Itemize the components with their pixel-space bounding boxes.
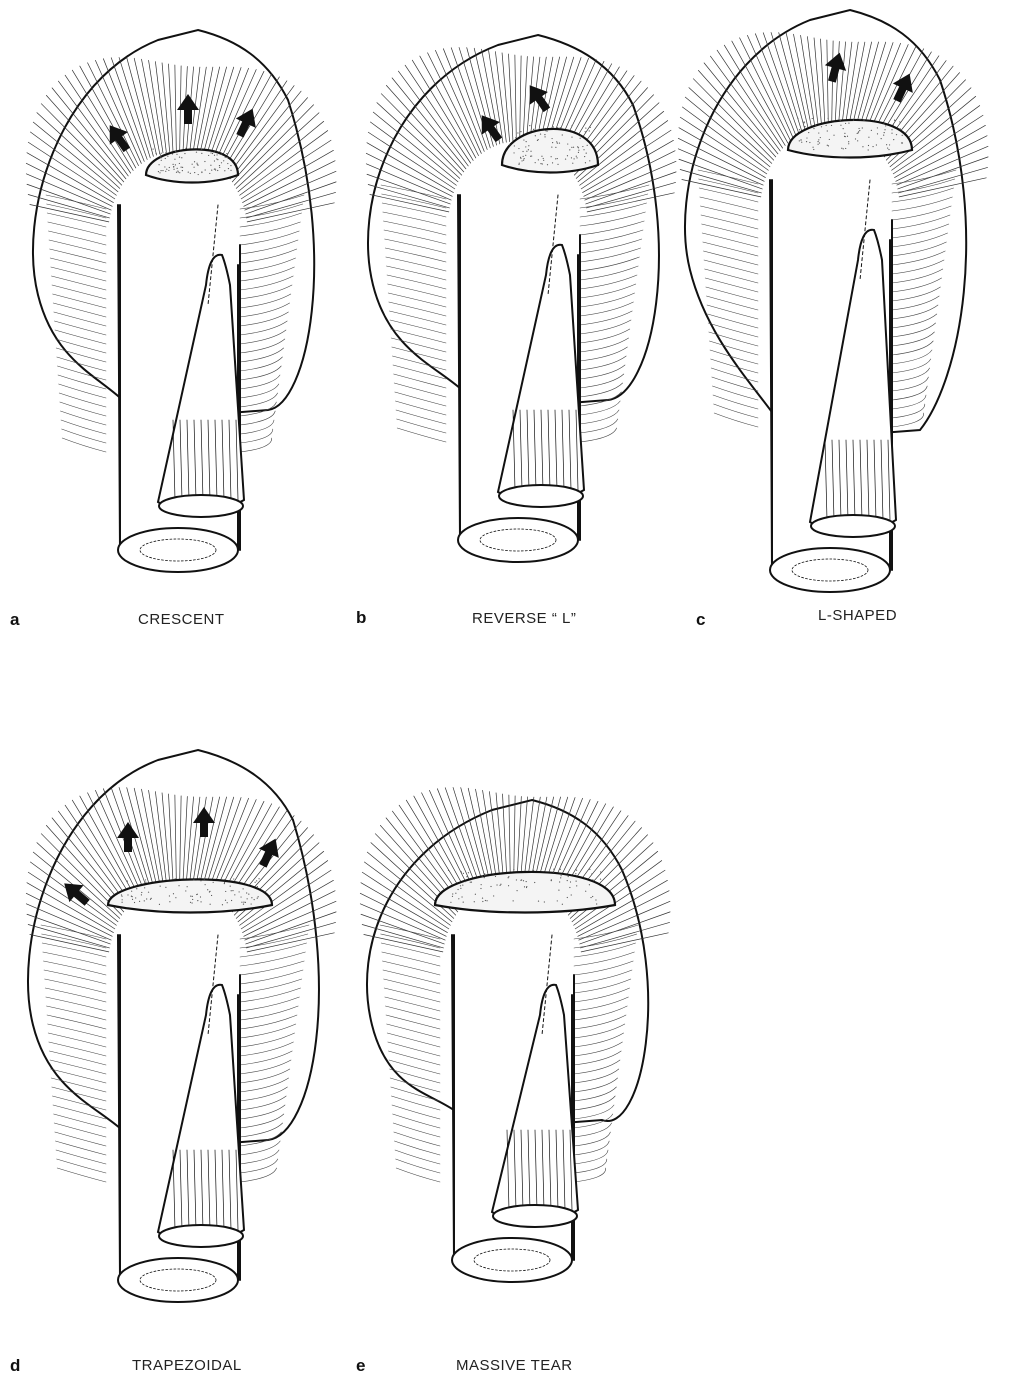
- massive-tear-illustration: [340, 730, 680, 1350]
- trapezoidal-tear-illustration: [0, 730, 340, 1350]
- l-shaped-tear-illustration: [680, 0, 1010, 600]
- panel-caption-c: L-SHAPED: [818, 607, 897, 624]
- panel-caption-a: CRESCENT: [138, 611, 225, 628]
- panel-caption-e: MASSIVE TEAR: [456, 1357, 573, 1374]
- crescent-tear-illustration: [0, 0, 340, 600]
- panel-letter-e: e: [356, 1356, 365, 1376]
- panel-letter-d: d: [10, 1356, 20, 1376]
- panel-c: [680, 0, 1010, 640]
- panel-letter-a: a: [10, 610, 19, 630]
- reverse-l-tear-illustration: [340, 0, 680, 600]
- panel-b: [340, 0, 680, 640]
- panel-caption-d: TRAPEZOIDAL: [132, 1357, 242, 1374]
- panel-d: [0, 730, 340, 1370]
- panel-letter-c: c: [696, 610, 705, 630]
- panel-caption-b: REVERSE “ L”: [472, 610, 576, 627]
- panel-a: [0, 0, 340, 640]
- panel-e: [340, 730, 680, 1370]
- panel-letter-b: b: [356, 608, 366, 628]
